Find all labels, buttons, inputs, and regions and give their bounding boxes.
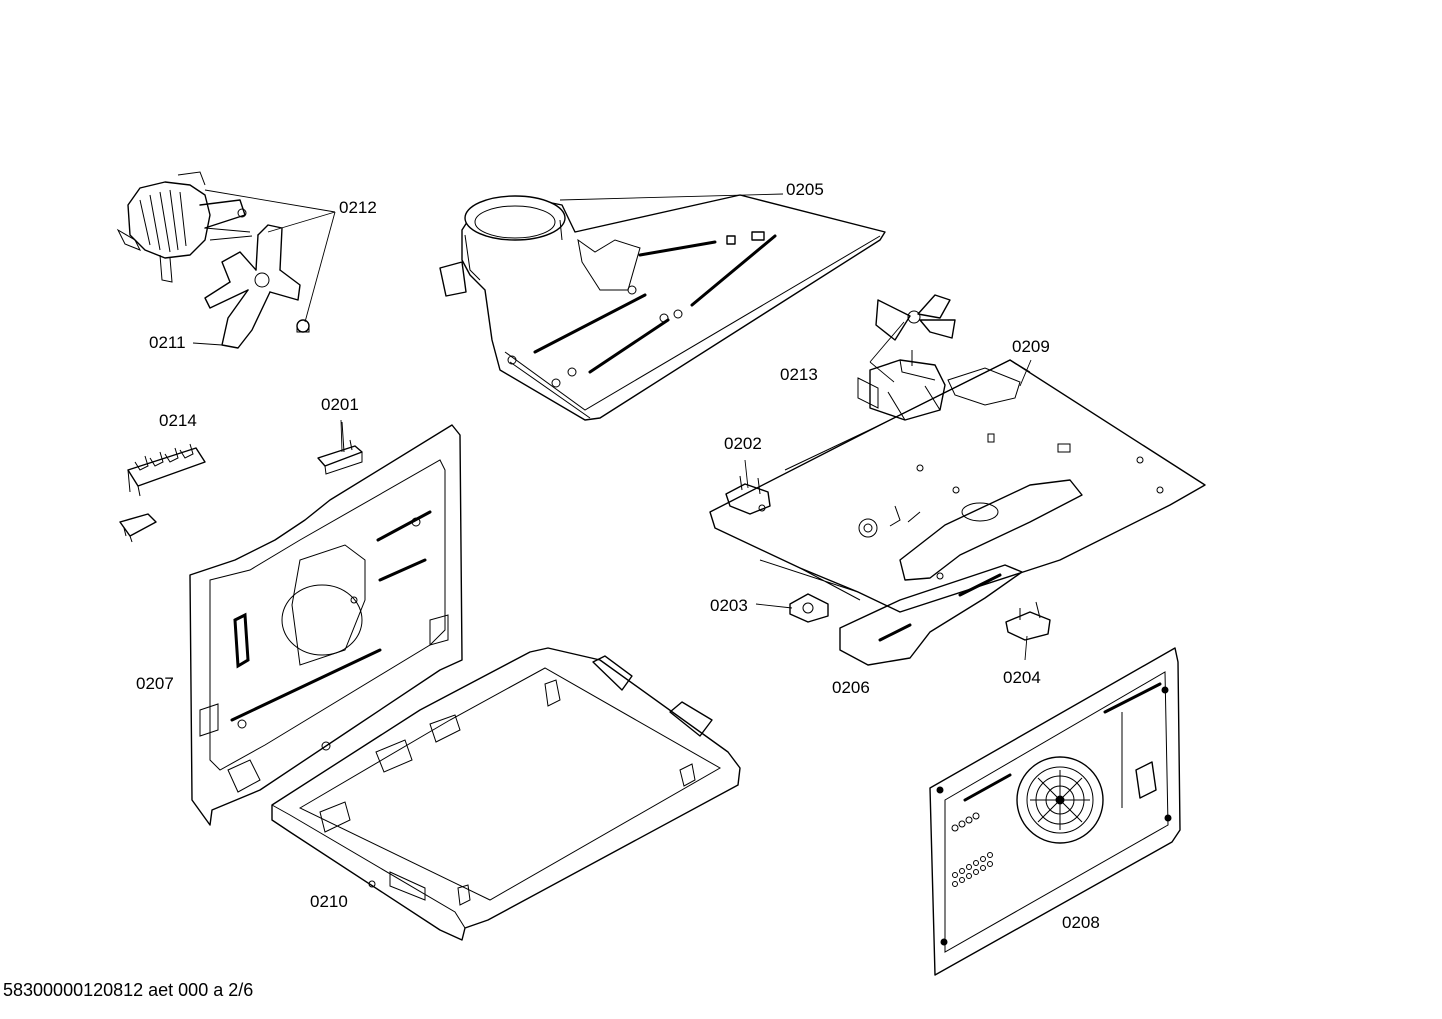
- callout-0207: 0207: [136, 674, 174, 693]
- part-0213-cooling-fan: [857, 294, 956, 421]
- part-0210-bottom-tray: [271, 647, 741, 941]
- panel-vent-holes: [951, 812, 993, 887]
- callout-0204: 0204: [1003, 668, 1041, 687]
- callout-0211: 0211: [149, 333, 186, 352]
- callout-0210: 0210: [310, 892, 348, 911]
- drawing-reference-number: 58300000120812 aet 000 a 2/6: [3, 980, 254, 1000]
- callout-0205: 0205: [786, 180, 824, 199]
- part-0214-terminal-block: [119, 443, 206, 543]
- part-0203-bracket: [789, 593, 829, 623]
- callout-0214: 0214: [159, 411, 197, 430]
- callout-0202: 0202: [724, 434, 762, 453]
- callout-labels: 0212 0211 0205 0213 0209 0214 0201 0202 …: [136, 180, 1100, 932]
- part-0202-thermal-switch: [725, 475, 771, 515]
- callout-0208: 0208: [1062, 913, 1100, 932]
- part-0209-top-plate: [709, 359, 1206, 666]
- part-0211-fan-motor: [116, 171, 253, 283]
- part-0207-rear-panel: [189, 424, 463, 826]
- part-0201-terminal: [317, 421, 363, 475]
- part-0205-air-duct: [439, 194, 886, 421]
- part-0212-fan-blade: [204, 224, 310, 349]
- part-0204-thermal-switch: [1005, 601, 1051, 641]
- leader-lines: [192, 189, 1032, 661]
- callout-0206: 0206: [832, 678, 870, 697]
- callout-0203: 0203: [710, 596, 748, 615]
- callout-0213: 0213: [780, 365, 818, 384]
- callout-0212: 0212: [339, 198, 377, 217]
- part-0208-front-panel: [929, 647, 1181, 976]
- callout-0209: 0209: [1012, 337, 1050, 356]
- callout-0201: 0201: [321, 395, 359, 414]
